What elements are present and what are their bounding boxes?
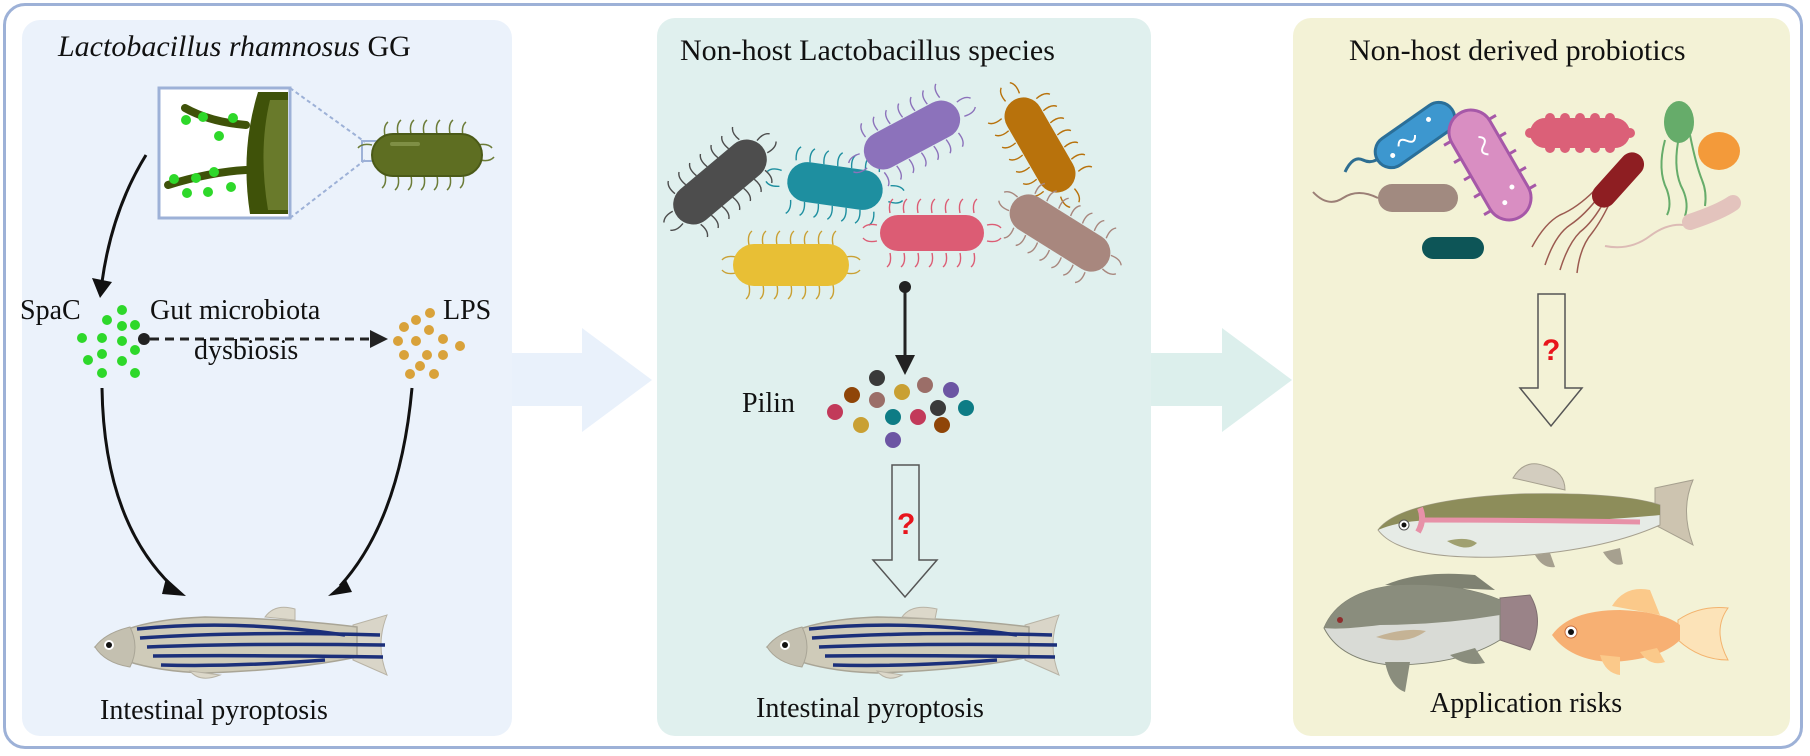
pilin-dots — [827, 370, 974, 448]
figure-frame — [3, 3, 1803, 749]
hollow-down-arrow-2 — [871, 464, 939, 599]
bacterium-teal — [761, 142, 909, 230]
microbe-green — [1660, 101, 1707, 217]
bacterium-pink — [862, 198, 1002, 268]
bacterium-gray — [644, 110, 796, 254]
question-mark-2: ? — [897, 508, 916, 541]
pilin-label: Pilin — [742, 388, 795, 419]
panel-1-outcome-label: Intestinal pyroptosis — [100, 695, 328, 726]
bacterium-yellow — [721, 230, 861, 300]
panel-3-outcome-label: Application risks — [1430, 688, 1623, 719]
panel-2-outcome-label: Intestinal pyroptosis — [756, 693, 984, 724]
microbe-blue-rod — [1343, 100, 1457, 173]
microbe-orange — [1698, 132, 1740, 170]
fish-rainbow-trout — [1377, 463, 1694, 568]
microbe-teal-rod — [1422, 237, 1484, 259]
microbe-light-pink — [1604, 195, 1741, 249]
fish-goldfish — [1552, 589, 1729, 675]
lps-dots — [393, 308, 465, 379]
spac-dots — [77, 305, 140, 378]
spac-label-text: SpaC — [20, 295, 81, 326]
pilus-zoom-inset — [157, 86, 383, 220]
microbe-pink-bumpy — [1525, 113, 1635, 153]
lgg-bacterium — [357, 119, 495, 191]
panel-1-title: Lactobacillus rhamnosus GG — [58, 30, 411, 64]
zebrafish-1 — [93, 606, 388, 679]
question-mark-3: ? — [1542, 334, 1561, 367]
hollow-down-arrow-3 — [1518, 293, 1584, 428]
microbe-pink-rod — [1443, 108, 1537, 222]
bacterium-purple — [834, 71, 990, 199]
panel-2-title: Non-host Lactobacillus species — [680, 34, 1055, 67]
connector-arrow-1 — [512, 328, 652, 432]
pathway-label-line1: Gut microbiota — [150, 295, 321, 326]
panel-3-title: Non-host derived probiotics — [1349, 34, 1686, 67]
pathway-label-line2: dysbiosis — [194, 335, 299, 366]
bacterium-orange — [975, 67, 1105, 223]
title-italic: Lactobacillus rhamnosus — [58, 30, 360, 63]
lps-label: LPS — [443, 295, 492, 326]
title-regular: GG — [367, 30, 411, 63]
microbe-red-rod — [1531, 152, 1645, 274]
bacterium-brown — [982, 166, 1138, 300]
connector-arrow-2 — [1150, 328, 1292, 432]
microbe-brown-rod — [1312, 184, 1458, 212]
fish-tilapia — [1323, 573, 1538, 692]
zebrafish-2 — [765, 606, 1060, 679]
